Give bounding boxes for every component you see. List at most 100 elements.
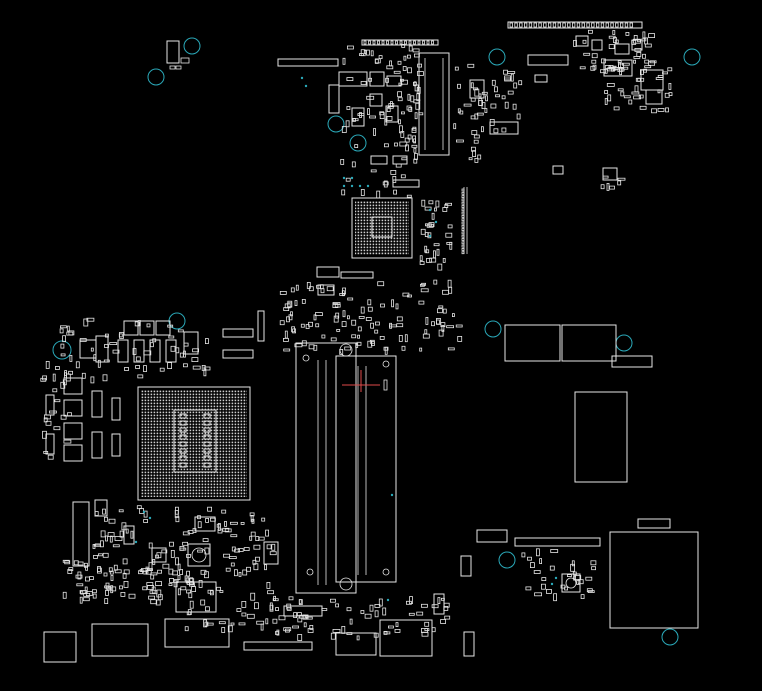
smd-component: [59, 328, 64, 334]
smd-component: [474, 113, 479, 120]
smd-component: [179, 441, 187, 447]
connector-strip: [243, 641, 313, 651]
connector-strip: [507, 21, 643, 29]
smd-component: [150, 599, 158, 605]
smd-component: [610, 22, 614, 28]
smd-component: [122, 558, 128, 565]
smd-component: [421, 199, 426, 207]
smd-component: [108, 567, 113, 573]
smd-component: [112, 349, 120, 354]
smd-component: [436, 317, 441, 325]
smd-component: [290, 311, 293, 317]
smd-component: [69, 354, 73, 362]
smd-component: [294, 300, 298, 307]
smd-component: [383, 180, 388, 188]
smd-component: [457, 83, 461, 89]
smd-component: [628, 99, 633, 105]
smd-component: [389, 322, 393, 329]
smd-component: [665, 107, 669, 113]
smd-component: [447, 279, 452, 288]
smd-component: [396, 323, 404, 328]
smd-component: [135, 365, 141, 369]
smd-component: [119, 530, 124, 538]
module-outline: [609, 531, 699, 629]
smd-component: [625, 32, 630, 36]
smd-component: [149, 590, 158, 595]
smd-component: [295, 284, 299, 291]
smd-component: [346, 632, 353, 635]
smd-component: [200, 569, 207, 575]
smd-component: [591, 566, 596, 571]
smd-component: [404, 334, 408, 343]
smd-component: [143, 350, 152, 356]
smd-component: [455, 324, 463, 328]
smd-component: [401, 345, 406, 351]
smd-component: [431, 40, 434, 45]
smd-component: [461, 231, 465, 235]
smd-component: [613, 106, 620, 111]
smd-component: [429, 257, 437, 263]
smd-component: [631, 91, 640, 95]
smd-component: [648, 33, 655, 38]
smd-component: [503, 69, 508, 75]
smd-component: [279, 320, 285, 326]
smd-component: [524, 22, 528, 28]
smd-component: [617, 88, 624, 92]
smd-component: [238, 572, 242, 577]
smd-component: [216, 523, 221, 528]
smd-component: [292, 328, 297, 334]
smd-component: [446, 241, 453, 245]
test-point: [358, 184, 362, 188]
smd-component: [102, 508, 106, 515]
smd-component: [425, 249, 430, 254]
smd-component: [157, 569, 163, 574]
smd-component: [461, 241, 465, 245]
smd-component: [384, 346, 388, 355]
smd-component: [417, 40, 421, 45]
smd-component: [570, 563, 575, 572]
smd-component: [418, 300, 425, 305]
smd-component: [290, 287, 295, 293]
smd-component: [342, 310, 346, 318]
smd-component: [76, 583, 84, 587]
smd-component: [224, 528, 232, 533]
smd-component: [606, 182, 610, 191]
smd-component: [321, 334, 326, 339]
smd-component: [175, 347, 180, 354]
smd-component: [86, 317, 95, 322]
smd-component: [122, 572, 127, 579]
smd-component: [470, 146, 476, 152]
smd-component: [139, 507, 144, 514]
smd-component: [386, 116, 393, 121]
smd-component: [155, 581, 163, 586]
smd-component: [186, 554, 191, 558]
smd-component: [413, 53, 420, 58]
smd-component: [175, 516, 180, 523]
smd-component: [431, 604, 439, 609]
smd-component: [309, 625, 314, 630]
smd-component: [419, 261, 425, 265]
smd-component: [608, 65, 614, 69]
smd-component: [612, 30, 616, 35]
smd-component: [366, 95, 375, 100]
smd-component: [509, 22, 513, 28]
smd-component: [638, 94, 644, 99]
smd-component: [192, 365, 201, 370]
module-outline: [574, 391, 628, 483]
smd-component: [634, 85, 639, 93]
smd-component: [451, 313, 455, 318]
smd-component: [354, 144, 359, 149]
smd-component: [472, 150, 477, 158]
smd-component: [608, 35, 616, 39]
smd-component: [308, 321, 314, 327]
smd-component: [143, 519, 149, 523]
smd-component: [265, 618, 269, 625]
smd-component: [66, 325, 70, 332]
smd-component: [530, 562, 535, 568]
smd-component: [424, 245, 428, 253]
test-point: [366, 184, 370, 188]
smd-component: [269, 604, 274, 612]
smd-component: [174, 506, 179, 515]
smd-component: [604, 98, 608, 105]
smd-component: [265, 529, 270, 537]
